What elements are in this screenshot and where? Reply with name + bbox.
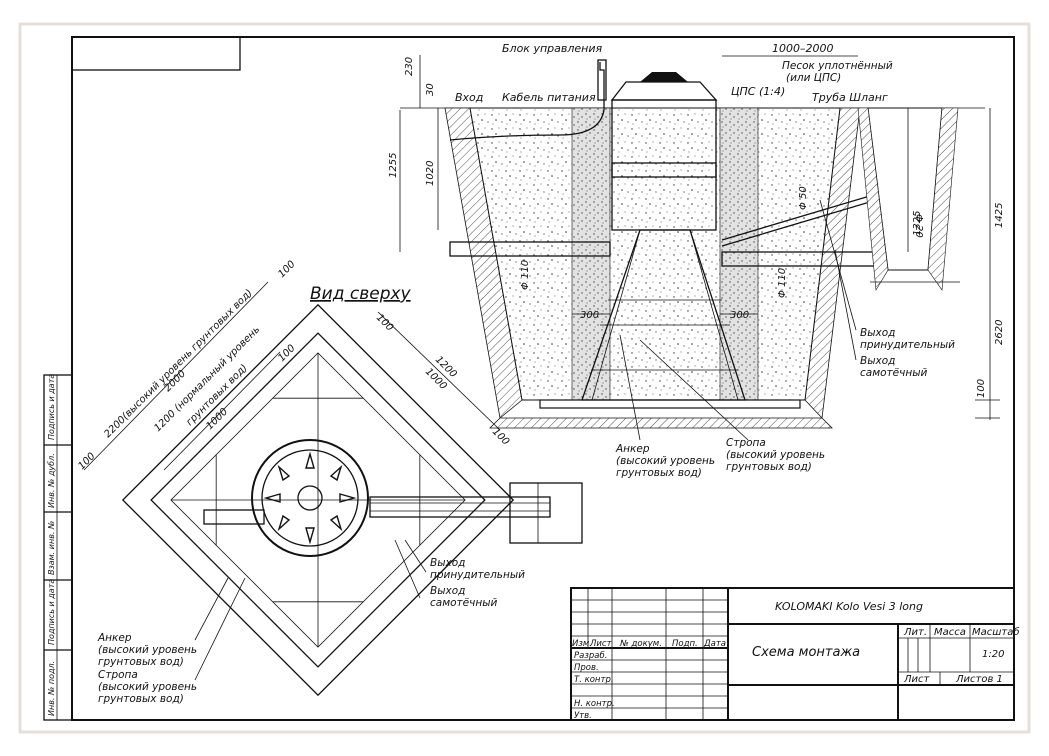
label-outlet-gravity-2: самотёчный xyxy=(860,367,927,379)
label-sand-alt: (или ЦПС) xyxy=(786,72,841,84)
tb-drawing-title: Схема монтажа xyxy=(752,645,860,660)
label-anchor: Анкер xyxy=(615,443,650,455)
topview-anchor: Анкер xyxy=(97,632,132,644)
side-stamp-3: Взам. инв. № xyxy=(47,521,56,575)
tb-row-tkontr: Т. контр. xyxy=(574,675,614,685)
label-outlet-gravity: Выход xyxy=(860,355,895,367)
tb-row-nkontr: Н. контр. xyxy=(574,699,615,709)
phi-110-right: Φ 110 xyxy=(777,268,788,298)
label-outlet-forced: Выход xyxy=(860,327,895,339)
tb-row-utv: Утв. xyxy=(574,711,592,721)
label-entry: Вход xyxy=(455,91,483,104)
dim-230: 230 xyxy=(404,57,415,76)
dim-30: 30 xyxy=(425,83,436,96)
corner-stamp xyxy=(71,36,241,71)
pit-outer xyxy=(121,303,515,697)
dim-1325: 1325 xyxy=(912,211,923,236)
tb-scale: Масштаб xyxy=(972,626,1020,638)
label-sling: Стропа xyxy=(726,437,766,449)
dim-1020: 1020 xyxy=(425,161,436,186)
topview-outlet-forced-2: принудительный xyxy=(430,569,525,581)
phi-110-left: Φ 110 xyxy=(520,260,531,290)
topview-outlet-gravity: Выход xyxy=(430,585,465,597)
label-control-unit: Блок управления xyxy=(502,42,602,55)
tb-sheets: Листов 1 xyxy=(955,674,1003,685)
phi-20: Φ 20 xyxy=(913,214,924,238)
dim-300-left: 300 xyxy=(580,310,599,321)
label-power-cable: Кабель питания xyxy=(502,91,596,104)
topview-anchor-3: грунтовых вод) xyxy=(98,656,184,668)
side-stamp-1: Подпись и дата xyxy=(47,374,56,440)
tb-row-prov: Пров. xyxy=(574,663,599,673)
cps-left xyxy=(571,107,611,401)
topview-title: Вид сверху xyxy=(310,284,412,304)
base-slab xyxy=(539,399,801,409)
topview-anchor-2: (высокий уровень xyxy=(98,644,197,656)
tb-product: KOLOMAKI Kolo Vesi 3 long xyxy=(775,600,923,613)
top-outlet-pipe xyxy=(369,496,551,518)
soil-bottom xyxy=(489,417,833,429)
label-sand: Песок уплотнённый xyxy=(782,60,893,72)
topview-outlet-gravity-2: самотёчный xyxy=(430,597,497,609)
label-sling-2: (высокий уровень xyxy=(726,449,825,461)
tb-scale-value: 1:20 xyxy=(982,649,1004,660)
tb-col-doc: № докум. xyxy=(619,639,662,649)
label-cps: ЦПС (1:4) xyxy=(731,85,785,98)
label-outlet-forced-2: принудительный xyxy=(860,339,955,351)
side-stamp xyxy=(43,374,73,721)
dim-2620: 2620 xyxy=(994,320,1005,345)
page-border xyxy=(18,22,1031,734)
phi-50: Φ 50 xyxy=(798,186,809,210)
side-stamp-2: Инв. № дубл. xyxy=(47,453,56,508)
dim-1425: 1425 xyxy=(994,203,1005,228)
dim-100: 100 xyxy=(976,379,987,398)
tb-mass: Масса xyxy=(934,627,966,638)
tank-lid xyxy=(610,81,718,101)
topview-outlet-forced: Выход xyxy=(430,557,465,569)
cps-right xyxy=(719,107,759,401)
side-stamp-5: Инв. № подл. xyxy=(47,661,56,716)
topview-sling: Стропа xyxy=(98,669,138,681)
tb-sheet: Лист xyxy=(903,674,931,685)
title-block xyxy=(570,587,1015,721)
topview-sling-3: грунтовых вод) xyxy=(98,693,184,705)
topview-sling-2: (высокий уровень xyxy=(98,681,197,693)
label-anchor-3: грунтовых вод) xyxy=(616,467,702,479)
label-sling-3: грунтовых вод) xyxy=(726,461,812,473)
label-anchor-2: (высокий уровень xyxy=(616,455,715,467)
sand-fill xyxy=(469,107,841,401)
tank-top xyxy=(251,439,369,557)
label-hose: Труба Шланг xyxy=(812,91,888,104)
dim-width-range: 1000–2000 xyxy=(772,42,834,55)
tb-row-razrab: Разраб. xyxy=(574,651,607,661)
top-view xyxy=(83,281,583,697)
side-stamp-4: Подпись и дата xyxy=(47,579,56,645)
tb-col-sign: Подп. xyxy=(672,639,698,649)
pit-inner xyxy=(150,332,486,668)
tb-col-izm: Изм. xyxy=(572,639,592,649)
tb-lit: Лит. xyxy=(903,627,927,638)
tb-col-date: Дата xyxy=(703,639,726,649)
dim-300-right: 300 xyxy=(730,310,749,321)
tank-body xyxy=(581,229,746,401)
inlet-pipe xyxy=(449,241,611,257)
section-view xyxy=(399,55,1000,441)
tb-col-list: Лист xyxy=(589,639,613,649)
dim-1255: 1255 xyxy=(388,153,399,178)
